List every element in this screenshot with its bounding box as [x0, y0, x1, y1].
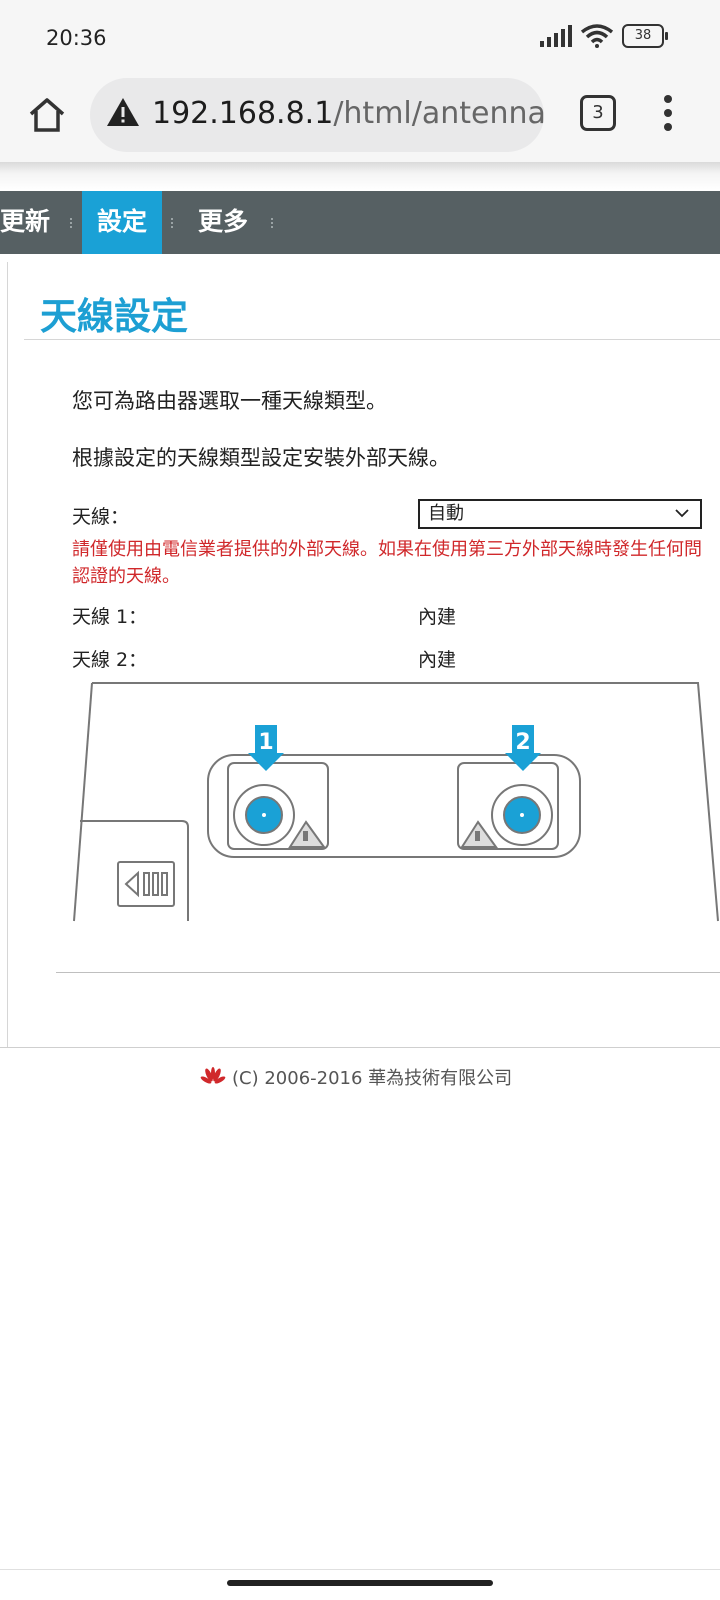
- content-border: [7, 262, 8, 1047]
- warning-line-1: 請僅使用由電信業者提供的外部天線。如果在使用第三方外部天線時發生任何問: [72, 539, 702, 560]
- antenna-select[interactable]: 自動: [418, 499, 702, 529]
- warning-icon[interactable]: [106, 96, 140, 128]
- antenna-select-value: 自動: [428, 503, 464, 524]
- antenna2-value: 內建: [418, 649, 457, 671]
- antenna1-value: 內建: [418, 606, 457, 628]
- more-vert-icon[interactable]: [656, 92, 680, 136]
- home-button[interactable]: [22, 90, 72, 140]
- copyright-text: (C) 2006-2016 華為技術有限公司: [232, 1068, 513, 1089]
- signal-icon: [540, 25, 572, 47]
- url-text: 192.168.8.1/html/antenna.h: [152, 96, 544, 131]
- url-path: /html/antenna.h: [333, 96, 544, 131]
- page-title: 天線設定: [40, 295, 188, 338]
- antenna1-label: 天線 1：: [72, 606, 148, 628]
- gesture-handle[interactable]: [227, 1580, 493, 1586]
- chevron-down-icon: [675, 509, 689, 518]
- intro-text-1: 您可為路由器選取一種天線類型。: [72, 389, 387, 413]
- tab-count: 3: [592, 102, 604, 123]
- nav-separator: [271, 218, 275, 228]
- nav-separator: [70, 218, 74, 228]
- arrow-port-1-icon: [248, 725, 284, 771]
- footer: (C) 2006-2016 華為技術有限公司: [200, 1064, 512, 1090]
- arrow-port-2-icon: [505, 725, 541, 771]
- antenna-label: 天線：: [72, 506, 130, 528]
- nav-item-settings[interactable]: 設定: [82, 191, 162, 254]
- footer-divider: [0, 1047, 720, 1048]
- sim-slot-icon: [117, 861, 175, 907]
- battery-level: 38: [634, 28, 652, 43]
- router-antenna-diagram: 1 2: [73, 682, 719, 922]
- toolbar-shadow: [0, 162, 720, 190]
- url-bar[interactable]: 192.168.8.1/html/antenna.h: [90, 78, 544, 152]
- wifi-icon: [580, 24, 614, 48]
- content-divider: [56, 972, 720, 973]
- tabs-icon[interactable]: 3: [580, 95, 616, 131]
- browser-toolbar: 192.168.8.1/html/antenna.h 3: [0, 72, 720, 162]
- port-1-number: 1: [258, 730, 273, 755]
- home-icon: [29, 98, 65, 132]
- status-bar: 20:36 38: [0, 0, 720, 72]
- url-host: 192.168.8.1: [152, 96, 334, 131]
- nav-separator: [171, 218, 175, 228]
- nav-item-update[interactable]: 更新: [0, 207, 51, 236]
- huawei-logo-icon: [200, 1067, 226, 1084]
- antenna-port-2: [457, 762, 559, 850]
- status-time: 20:36: [46, 26, 107, 50]
- intro-text-2: 根據設定的天線類型設定安裝外部天線。: [72, 446, 450, 470]
- title-divider: [24, 339, 720, 340]
- antenna-port-1: [227, 762, 329, 850]
- nav-divider: [0, 1569, 720, 1570]
- antenna2-label: 天線 2：: [72, 649, 148, 671]
- warning-text: 請僅使用由電信業者提供的外部天線。如果在使用第三方外部天線時發生任何問 認證的天…: [72, 536, 720, 590]
- battery-icon: 38: [622, 24, 668, 48]
- warning-line-2: 認證的天線。: [72, 566, 180, 587]
- port-2-number: 2: [515, 730, 530, 755]
- nav-item-more[interactable]: 更多: [198, 207, 249, 236]
- main-nav: 更新 設定 更多: [0, 191, 720, 254]
